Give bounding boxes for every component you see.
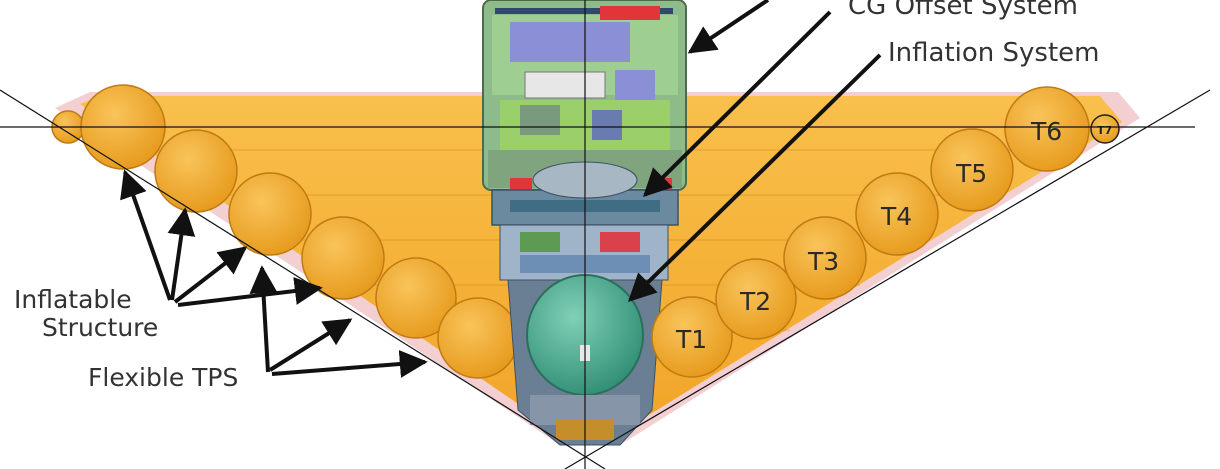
- arrow-top-system: [687, 0, 770, 54]
- arrow-inflatable-2: [167, 207, 196, 301]
- torus-label-t4: T4: [880, 202, 912, 231]
- payload-assembly: [482, 0, 687, 446]
- torus-left-t4: [228, 172, 312, 256]
- torus-left-t2: [375, 257, 457, 339]
- torus-label-t7: T7: [1097, 124, 1112, 137]
- torus-right-t4: [855, 172, 939, 256]
- flexible-tps-label: Flexible TPS: [88, 363, 238, 392]
- torus-right-t2: [715, 258, 797, 340]
- torus-label-t2: T2: [739, 287, 771, 316]
- inflation-system-label: Inflation System: [888, 38, 1099, 68]
- inflatable-structure-label-line1: Inflatable: [14, 285, 132, 314]
- arrow-tps-1: [249, 265, 278, 373]
- callout-arrows: [120, 0, 882, 378]
- torus-right-t7: [1090, 114, 1120, 144]
- arrow-cg-offset: [643, 10, 832, 197]
- torus-right-t3: [783, 216, 867, 300]
- inflatable-structure-label-line2: Structure: [42, 313, 158, 342]
- torus-left-t1: [437, 297, 519, 379]
- torus-right-t5: [930, 128, 1014, 212]
- torus-left-t5: [154, 129, 238, 213]
- torus-right-t6: [1004, 86, 1090, 172]
- arrow-inflatable-4: [177, 277, 323, 307]
- arrow-inflation: [628, 53, 882, 302]
- cg-offset-label: CG Offset System: [848, 0, 1078, 21]
- right-tori: [651, 86, 1120, 378]
- arrow-inflatable-1: [120, 169, 172, 301]
- torus-label-t6: T6: [1030, 117, 1062, 146]
- torus-right-t1: [651, 296, 733, 378]
- right-cone-line: [564, 89, 1211, 469]
- arrow-tps-2: [268, 318, 353, 372]
- torus-label-t3: T3: [807, 247, 839, 276]
- arrow-tps-3: [271, 350, 428, 378]
- arrow-inflatable-3: [173, 246, 248, 304]
- torus-label-t5: T5: [955, 159, 987, 188]
- torus-label-t1: T1: [675, 325, 707, 354]
